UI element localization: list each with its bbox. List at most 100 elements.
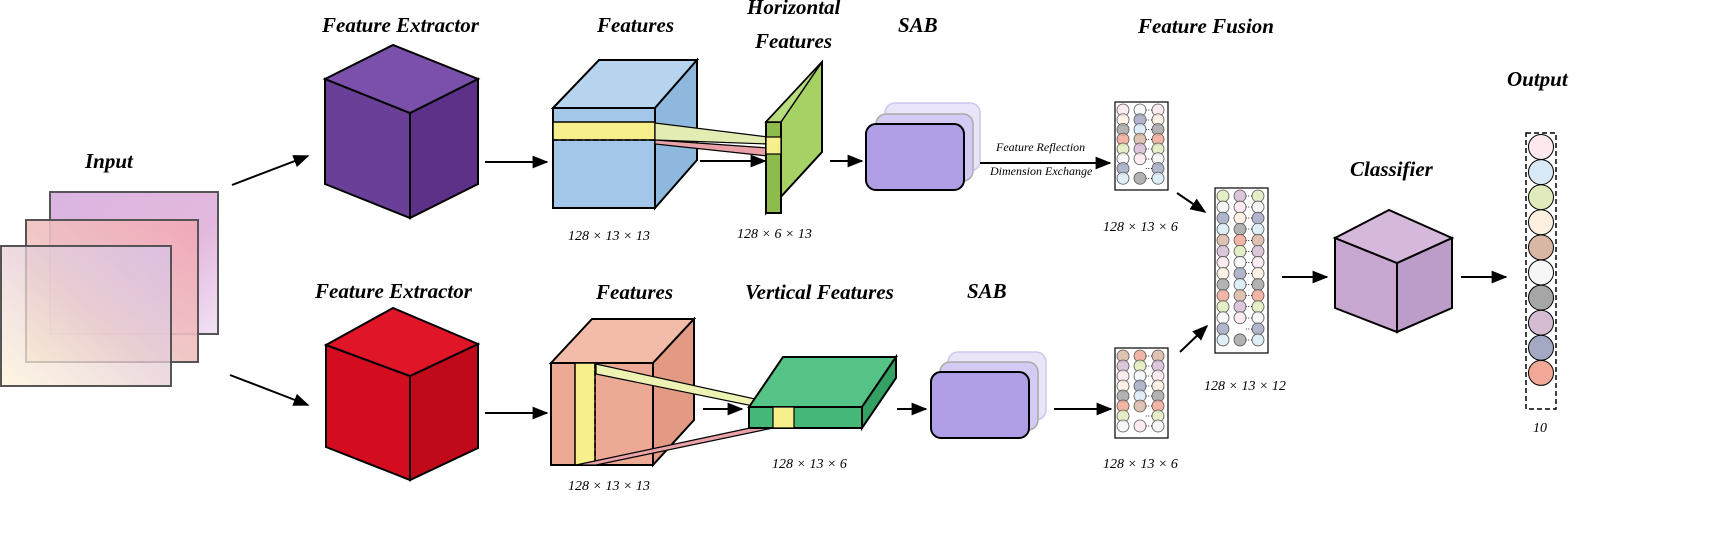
output-class-circle	[1528, 334, 1554, 361]
ellipsis-mark: ···	[1145, 145, 1153, 154]
classifier-cube	[1332, 208, 1455, 334]
vertical-highlight	[772, 406, 795, 429]
input-image-front	[0, 245, 172, 387]
features-bottom-dim: 128 × 13 × 13	[568, 479, 650, 494]
output-class-circle	[1528, 259, 1554, 286]
ellipsis-mark: ···	[1145, 155, 1153, 164]
feature-extractor-top-cube	[322, 43, 481, 220]
feature-cell	[1233, 311, 1247, 325]
feature-cell	[1251, 322, 1265, 336]
feature-cell	[1251, 289, 1265, 303]
ellipsis-mark: ···	[1245, 281, 1253, 290]
feature-cell	[1216, 200, 1230, 214]
feature-cell	[1233, 333, 1247, 347]
feature-cell	[1251, 222, 1265, 236]
ellipsis-mark: ···	[1245, 247, 1253, 256]
feature-cell	[1133, 399, 1147, 413]
sab-top-block	[865, 102, 981, 191]
ellipsis-mark: ···	[1145, 174, 1153, 183]
sab-top-title: SAB	[898, 13, 938, 37]
fusion-matrix-top: ························	[1114, 101, 1169, 191]
output-class-circle	[1528, 234, 1554, 261]
features-top-title: Features	[596, 13, 674, 37]
feature-fusion-title: Feature Fusion	[1137, 14, 1274, 38]
input-stack	[0, 191, 219, 387]
feature-cell	[1133, 419, 1147, 433]
feature-cell	[1251, 267, 1265, 280]
arrow-fusion-top-to-fused	[1176, 192, 1207, 213]
feature-cell	[1216, 233, 1230, 247]
feature-cell	[1216, 256, 1230, 269]
feature-reflection-label: Feature Reflection	[995, 140, 1085, 154]
ellipsis-mark: ···	[1245, 236, 1253, 245]
feature-cell	[1251, 211, 1265, 225]
vertical-features-title: Vertical Features	[745, 280, 894, 304]
horizontal-features-title-line2: Features	[754, 29, 832, 53]
ellipsis-mark: ···	[1245, 303, 1253, 312]
feature-cell	[1151, 171, 1165, 185]
dimension-exchange-label: Dimension Exchange	[989, 164, 1093, 178]
ellipsis-mark: ···	[1145, 372, 1153, 381]
ellipsis-mark: ···	[1145, 362, 1153, 371]
output-class-circle	[1528, 359, 1554, 386]
horizontal-features-block	[764, 59, 823, 216]
ellipsis-mark: ···	[1245, 192, 1253, 201]
feature-cell	[1251, 233, 1265, 247]
feature-cell	[1251, 311, 1265, 325]
features-top-cube	[550, 57, 700, 211]
ellipsis-mark: ···	[1145, 412, 1153, 421]
output-title: Output	[1507, 67, 1569, 91]
ellipsis-mark: ···	[1245, 325, 1253, 334]
feature-cell	[1216, 322, 1230, 336]
feature-cell	[1216, 333, 1230, 347]
feature-cell	[1251, 333, 1265, 347]
vertical-dim: 128 × 13 × 6	[772, 457, 847, 472]
feature-cell	[1216, 289, 1230, 303]
features-top-highlight-slice	[552, 121, 656, 141]
output-class-circle	[1528, 284, 1554, 311]
feature-cell	[1251, 244, 1265, 258]
feature-cell	[1216, 189, 1230, 203]
ellipsis-mark: ···	[1145, 352, 1153, 361]
features-top-dim: 128 × 13 × 13	[568, 229, 650, 244]
horizontal-highlight	[765, 136, 782, 155]
fusion-matrix-bottom: ························	[1114, 347, 1169, 439]
ellipsis-mark: ···	[1245, 214, 1253, 223]
output-vector	[1525, 132, 1557, 410]
ellipsis-mark: ···	[1145, 116, 1153, 125]
feature-cell	[1216, 278, 1230, 291]
feature-cell	[1216, 311, 1230, 325]
feature-cell	[1216, 211, 1230, 225]
features-bottom-title: Features	[595, 280, 673, 304]
feature-cell	[1216, 267, 1230, 280]
output-class-circle	[1528, 184, 1554, 211]
vertical-features-block	[747, 353, 898, 432]
ellipsis-mark: ···	[1245, 203, 1253, 212]
horizontal-dim: 128 × 6 × 13	[737, 227, 812, 242]
feature-cell	[1116, 171, 1130, 185]
ellipsis-mark: ···	[1245, 336, 1253, 345]
feature-cell	[1251, 189, 1265, 203]
feature-cell	[1116, 419, 1130, 433]
feature-extractor-top-title: Feature Extractor	[321, 13, 480, 37]
ellipsis-mark: ···	[1145, 135, 1153, 144]
ellipsis-mark: ···	[1145, 422, 1153, 431]
ellipsis-mark: ···	[1145, 126, 1153, 135]
feature-cell	[1216, 222, 1230, 236]
feature-cell	[1251, 300, 1265, 314]
fusion-top-dim: 128 × 13 × 6	[1103, 220, 1178, 235]
feature-cell	[1151, 419, 1165, 433]
feature-cell	[1251, 200, 1265, 214]
feature-cell	[1216, 244, 1230, 258]
arrow-fusion-bottom-to-fused	[1179, 324, 1209, 353]
feature-extractor-bottom-cube	[323, 306, 481, 482]
horizontal-features-title-line1: Horizontal	[746, 0, 841, 19]
features-bottom-cube	[548, 316, 697, 468]
feature-cell	[1251, 278, 1265, 291]
ellipsis-mark: ···	[1245, 258, 1253, 267]
features-bottom-highlight-slice	[574, 362, 596, 466]
ellipsis-mark: ···	[1245, 292, 1253, 301]
feature-cell	[1216, 300, 1230, 314]
input-title: Input	[84, 149, 134, 173]
